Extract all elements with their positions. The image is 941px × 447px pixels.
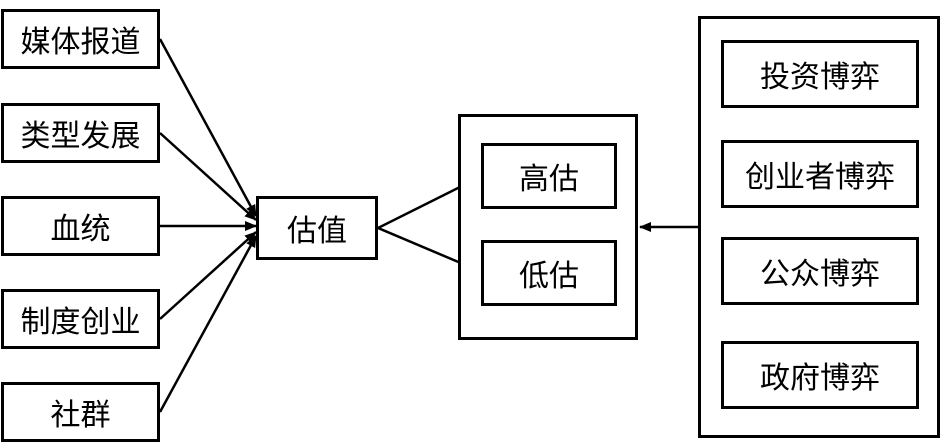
game-label: 投资博弈: [760, 60, 880, 95]
arrow-community-to-valuation: [158, 235, 258, 413]
factor-label: 血统: [50, 212, 111, 247]
factor-label: 制度创业: [20, 305, 141, 340]
arrow-institution-to-valuation: [159, 231, 257, 320]
factor-box-community: 社群: [1, 382, 160, 442]
outcome-box-low: 低估: [481, 240, 617, 306]
factor-label: 媒体报道: [20, 25, 141, 60]
outcome-label: 低估: [519, 259, 579, 294]
arrow-media-to-valuation: [158, 38, 258, 217]
factor-label: 类型发展: [20, 119, 141, 154]
game-box-public: 公众博弈: [721, 237, 919, 305]
factor-box-institution: 制度创业: [1, 289, 160, 349]
game-label: 创业者博弈: [745, 160, 895, 195]
factor-label: 社群: [50, 398, 111, 433]
game-box-entrepreneur: 创业者博弈: [721, 140, 919, 208]
valuation-box: 估值: [256, 196, 378, 260]
game-label: 政府博弈: [760, 361, 880, 396]
arrow-type-to-valuation: [159, 132, 257, 221]
game-box-government: 政府博弈: [721, 341, 919, 409]
factor-box-media: 媒体报道: [1, 9, 160, 69]
factor-box-type: 类型发展: [1, 103, 160, 163]
valuation-label: 估值: [287, 214, 347, 249]
game-box-investment: 投资博弈: [721, 40, 919, 108]
factor-box-lineage: 血统: [1, 196, 160, 256]
outcome-box-high: 高估: [481, 143, 617, 209]
game-label: 公众博弈: [760, 257, 880, 292]
outcome-label: 高估: [519, 162, 579, 197]
